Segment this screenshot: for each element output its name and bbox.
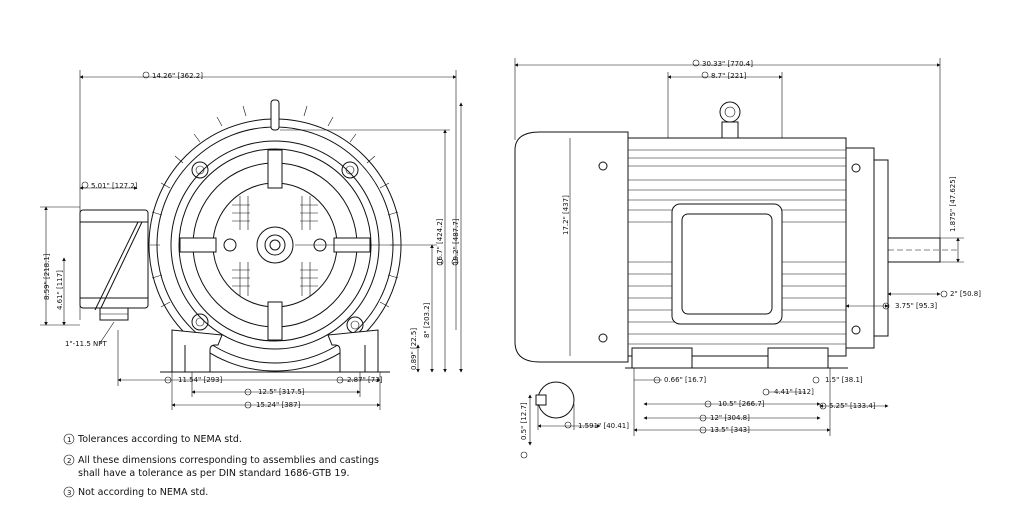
dim-mount-hole: 0.66" [16.7]	[664, 376, 706, 384]
dim-shaft-dia: 1.875" [47.625]	[949, 176, 957, 232]
note-3-marker: 3	[67, 489, 71, 497]
dim-foot-offset: 4.41" [112]	[774, 388, 814, 396]
dim-foot-spacing: 10.5" [266.7]	[718, 400, 765, 408]
dim-height-192: 19.2" [487.7]	[452, 218, 460, 265]
dim-foot-length: 12" [304.8]	[710, 414, 750, 422]
dim-key-height: 1.591" [40.41]	[578, 422, 629, 430]
note-2-text: All these dimensions corresponding to as…	[78, 455, 379, 466]
dim-key-width: 0.5" [12.7]	[520, 402, 528, 440]
dim-conduit-offset: 5.01" [127.2]	[91, 182, 138, 190]
keyway-detail: 1.591" [40.41] 0.5" [12.7]	[520, 381, 629, 459]
dim-foot-right: 2.87" [73]	[347, 376, 383, 384]
dim-base-overall: 15.24" [387]	[256, 401, 301, 409]
dim-end-offset: 5.25" [133.4]	[829, 402, 876, 410]
npt-label: 1"-11.5 NPT	[65, 340, 107, 348]
dim-overall-width: 14.26" [362.2]	[152, 72, 203, 80]
side-view: 30.33" [770.4] 8.7" [221] 17.2" [437]	[514, 58, 981, 436]
dim-base-length: 13.5" [343]	[710, 426, 750, 434]
note-1-marker: 1	[67, 436, 71, 444]
note-2-text-cont: shall have a tolerance as per DIN standa…	[78, 468, 350, 479]
note-2-marker: 2	[67, 457, 71, 465]
dim-box-height: 8.59" [218.1]	[43, 253, 51, 300]
dim-height-167: 16.7" [424.2]	[436, 218, 444, 265]
dim-frame-dia: 17.2" [437]	[562, 195, 570, 235]
dim-hole-spacing: 12.5" [317.5]	[258, 388, 305, 396]
dim-shaft-center: 2" [50.8]	[950, 290, 981, 298]
dim-foot-width: 1.5" [38.1]	[825, 376, 863, 384]
dim-overall-length: 30.33" [770.4]	[702, 60, 753, 68]
note-3-text: Not according to NEMA std.	[78, 487, 208, 498]
front-view: 14.26" [362.2] 5.01" [127.2] 8.59" [218.…	[40, 70, 463, 410]
dim-base-left: 11.54" [293]	[178, 376, 223, 384]
dim-foot-height: 0.89" [22.5]	[410, 328, 418, 370]
dim-box-lower: 4.61" [117]	[56, 270, 64, 310]
dim-shaft-height: 8" [203.2]	[423, 302, 431, 338]
notes: 1 Tolerances according to NEMA std. 2 Al…	[63, 433, 379, 498]
note-1-text: Tolerances according to NEMA std.	[77, 434, 242, 445]
dim-eyebolt-pos: 8.7" [221]	[711, 72, 747, 80]
dim-shaft-ext: 3.75" [95.3]	[895, 302, 937, 310]
